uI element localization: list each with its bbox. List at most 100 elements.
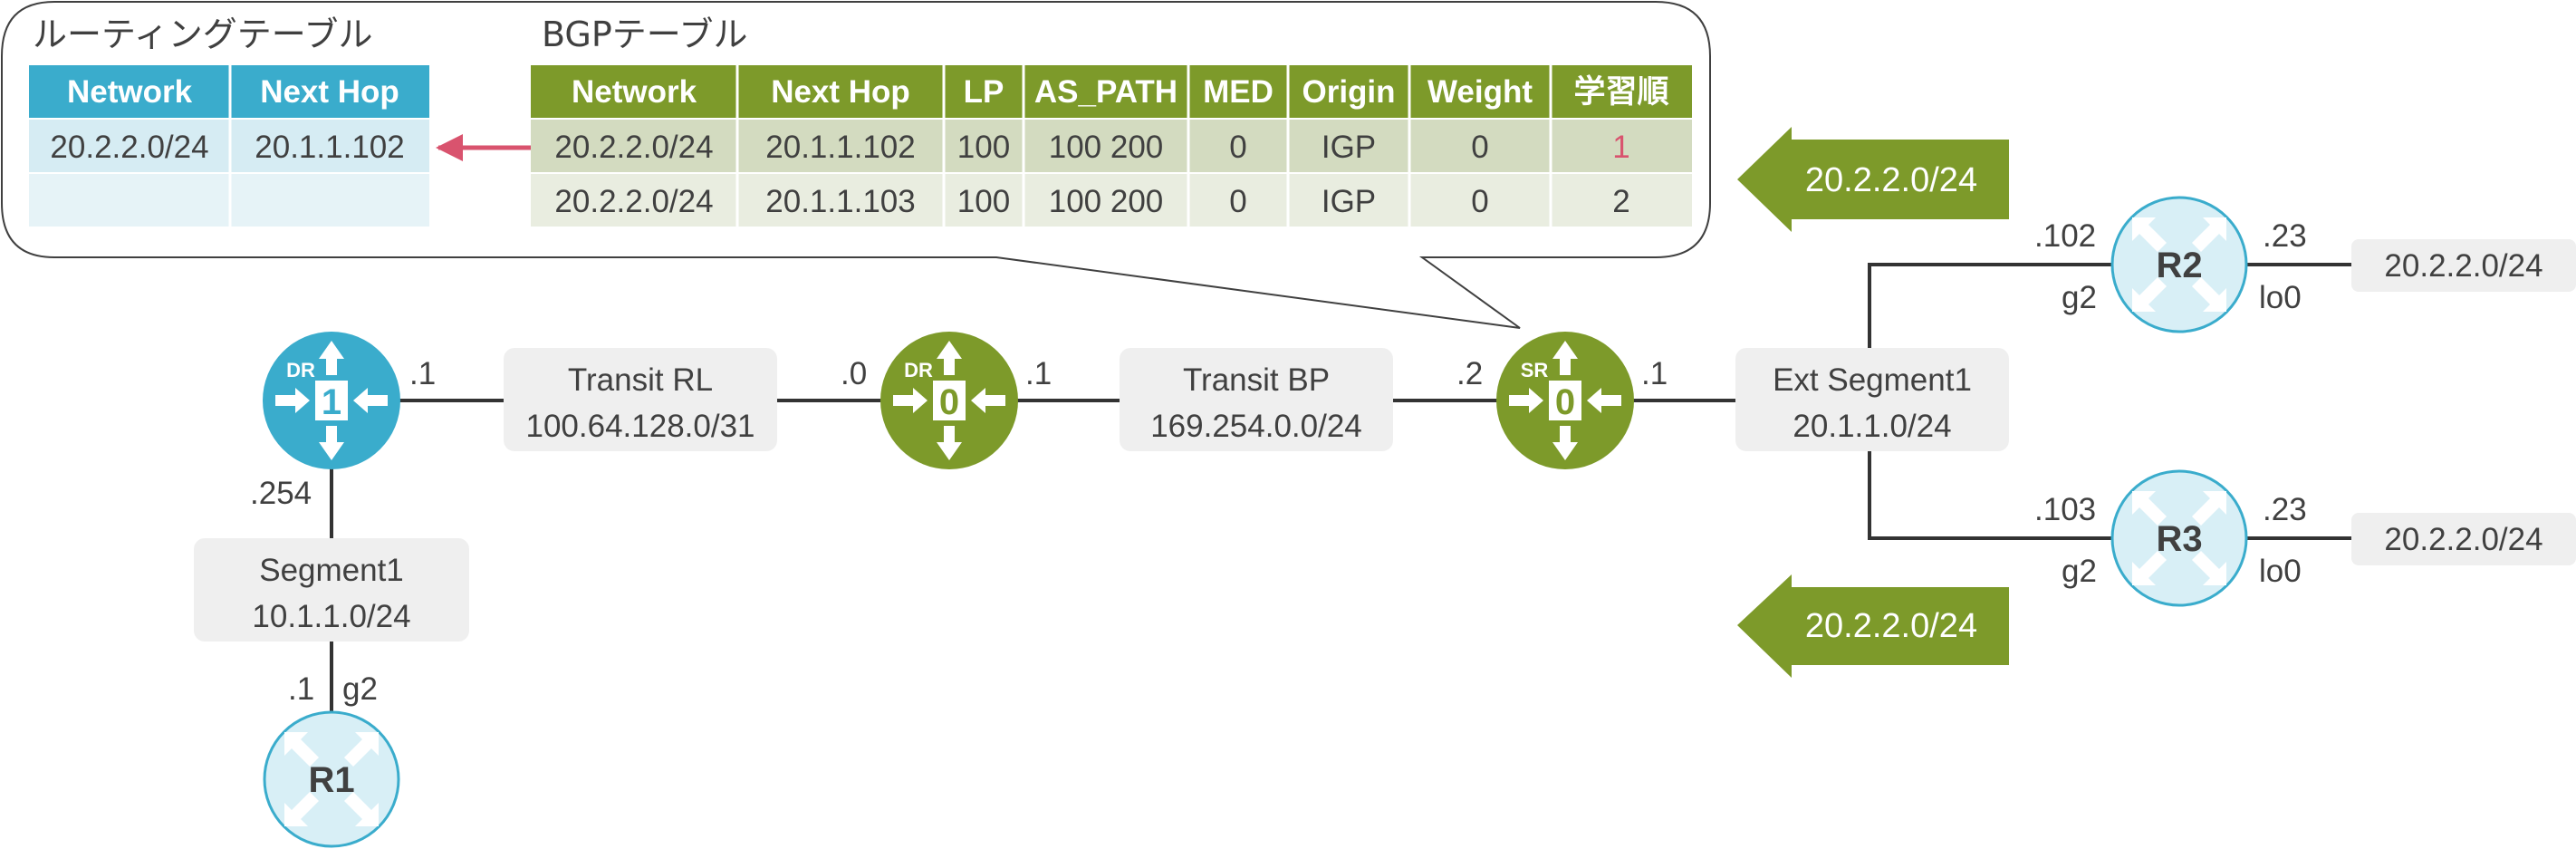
transit-bp-name: Transit BP	[1183, 362, 1330, 398]
routing-cell-network: 20.2.2.0/24	[50, 130, 208, 165]
if-t0dr-left: .0	[841, 356, 867, 391]
if-t0sr-right: .1	[1641, 356, 1668, 391]
loopback-r2: 20.2.2.0/24	[2351, 239, 2576, 292]
if-r3-g-ip: .103	[2034, 492, 2096, 527]
bgp-header-order: 学習順	[1573, 73, 1668, 111]
router-arrows-icon	[2132, 491, 2226, 585]
routing-table-title: ルーティングテーブル	[33, 14, 372, 54]
bgp-header-aspath: AS_PATH	[1034, 74, 1177, 110]
bgp-r2-network: 20.2.2.0/24	[554, 184, 713, 219]
routing-header-nexthop: Next Hop	[260, 74, 399, 110]
if-r2-g-ip: .102	[2034, 218, 2096, 254]
if-r3-lo-name: lo0	[2259, 554, 2302, 589]
loopback-r2-subnet: 20.2.2.0/24	[2384, 248, 2542, 284]
if-t1-down: .254	[250, 476, 312, 511]
arrow-left-icon	[1587, 388, 1621, 413]
arrow-down-icon	[319, 426, 344, 460]
t1-router-badge: DR	[286, 359, 315, 381]
loopback-r3-subnet: 20.2.2.0/24	[2384, 522, 2542, 557]
if-r1-name: g2	[342, 671, 378, 707]
arrow-left-icon	[971, 388, 1005, 413]
bgp-r2-nexthop: 20.1.1.103	[765, 184, 915, 219]
advertisement-arrow-upper: 20.2.2.0/24	[1737, 127, 2009, 232]
bgp-r2-order: 2	[1612, 184, 1629, 219]
bgp-r1-lp: 100	[957, 130, 1010, 165]
arrow-right-icon	[893, 388, 928, 413]
arrow-up-icon	[1552, 341, 1578, 375]
t0-dr-router-label: 0	[939, 382, 959, 422]
bgp-r1-med: 0	[1229, 130, 1246, 165]
links	[330, 263, 2353, 712]
bgp-header-lp: LP	[964, 74, 1004, 110]
bgp-r1-nexthop: 20.1.1.102	[765, 130, 915, 165]
advertisement-arrow-lower: 20.2.2.0/24	[1737, 574, 2009, 678]
router-r2-label: R2	[2156, 246, 2202, 285]
bgp-header-med: MED	[1203, 74, 1274, 110]
interface-labels: .1 .254 .0 .1 .2 .1 .102 g2 .23 lo0 .103…	[250, 218, 2307, 707]
arrow-right-icon	[1509, 388, 1543, 413]
if-r3-lo-ip: .23	[2263, 492, 2307, 527]
bgp-r1-order: 1	[1612, 130, 1629, 165]
arrow-left-icon	[353, 388, 388, 413]
ext-segment1-subnet: 20.1.1.0/24	[1793, 409, 1951, 444]
segment-transit-rl: Transit RL 100.64.128.0/31	[504, 348, 777, 451]
bgp-r2-lp: 100	[957, 184, 1010, 219]
advertisement-label-lower: 20.2.2.0/24	[1805, 607, 1977, 645]
bgp-r2-aspath: 100 200	[1049, 184, 1164, 219]
router-arrows-icon	[2132, 217, 2226, 312]
bgp-r2-weight: 0	[1471, 184, 1488, 219]
routing-cell-nexthop: 20.1.1.102	[255, 130, 404, 165]
ext-segment1-name: Ext Segment1	[1773, 362, 1972, 398]
if-t1-up: .1	[409, 356, 436, 391]
segment-transit-bp: Transit BP 169.254.0.0/24	[1120, 348, 1393, 451]
routing-header-network: Network	[67, 74, 193, 110]
arrow-down-icon	[937, 426, 962, 460]
segment1-subnet: 10.1.1.0/24	[252, 599, 410, 634]
bgp-r1-network: 20.2.2.0/24	[554, 130, 713, 165]
router-r3[interactable]: R3	[2110, 469, 2248, 607]
bgp-r1-origin: IGP	[1322, 130, 1376, 165]
loopback-r3: 20.2.2.0/24	[2351, 513, 2576, 565]
if-t0sr-left: .2	[1456, 356, 1483, 391]
if-r3-g-name: g2	[2062, 554, 2097, 589]
router-r1[interactable]: R1	[263, 710, 400, 848]
bgp-header-weight: Weight	[1427, 74, 1533, 110]
segment-ext-segment1: Ext Segment1 20.1.1.0/24	[1735, 348, 2009, 451]
if-r1-ip: .1	[288, 671, 314, 707]
router-r1-label: R1	[308, 760, 354, 800]
arrow-up-icon	[319, 341, 344, 375]
segment1-name: Segment1	[259, 553, 404, 588]
bgp-header-network: Network	[572, 74, 697, 110]
if-r2-g-name: g2	[2062, 280, 2097, 315]
bgp-header-origin: Origin	[1302, 74, 1395, 110]
bgp-r2-origin: IGP	[1322, 184, 1376, 219]
t0-dr-router-badge: DR	[904, 359, 933, 381]
bgp-r2-med: 0	[1229, 184, 1246, 219]
t0-dr-router[interactable]: 0 DR	[880, 332, 1018, 469]
arrow-up-icon	[937, 341, 962, 375]
routing-table: ルーティングテーブル Network Next Hop 20.2.2.0/24 …	[29, 14, 429, 227]
arrow-right-icon	[275, 388, 310, 413]
if-r2-lo-name: lo0	[2259, 280, 2302, 315]
segment-segment1: Segment1 10.1.1.0/24	[194, 538, 469, 642]
bgp-r1-aspath: 100 200	[1049, 130, 1164, 165]
t0-sr-router-label: 0	[1555, 382, 1575, 422]
bgp-table-title: BGPテーブル	[542, 14, 747, 54]
router-r2[interactable]: R2	[2110, 196, 2248, 333]
t1-router-label: 1	[322, 382, 341, 422]
arrow-down-icon	[1552, 426, 1578, 460]
transit-bp-subnet: 169.254.0.0/24	[1150, 409, 1362, 444]
bgp-table: BGPテーブル Network Next Hop LP AS_PATH MED …	[531, 14, 1692, 227]
bgp-r1-weight: 0	[1471, 130, 1488, 165]
transit-rl-name: Transit RL	[568, 362, 713, 398]
if-t0dr-right: .1	[1025, 356, 1052, 391]
bgp-header-nexthop: Next Hop	[771, 74, 910, 110]
transit-rl-subnet: 100.64.128.0/31	[525, 409, 755, 444]
t0-sr-router[interactable]: 0 SR	[1496, 332, 1634, 469]
advertisement-label-upper: 20.2.2.0/24	[1805, 161, 1977, 199]
if-r2-lo-ip: .23	[2263, 218, 2307, 254]
t1-dr-router[interactable]: 1 DR	[263, 332, 400, 469]
router-r3-label: R3	[2156, 519, 2202, 559]
router-arrows-icon	[284, 732, 379, 826]
